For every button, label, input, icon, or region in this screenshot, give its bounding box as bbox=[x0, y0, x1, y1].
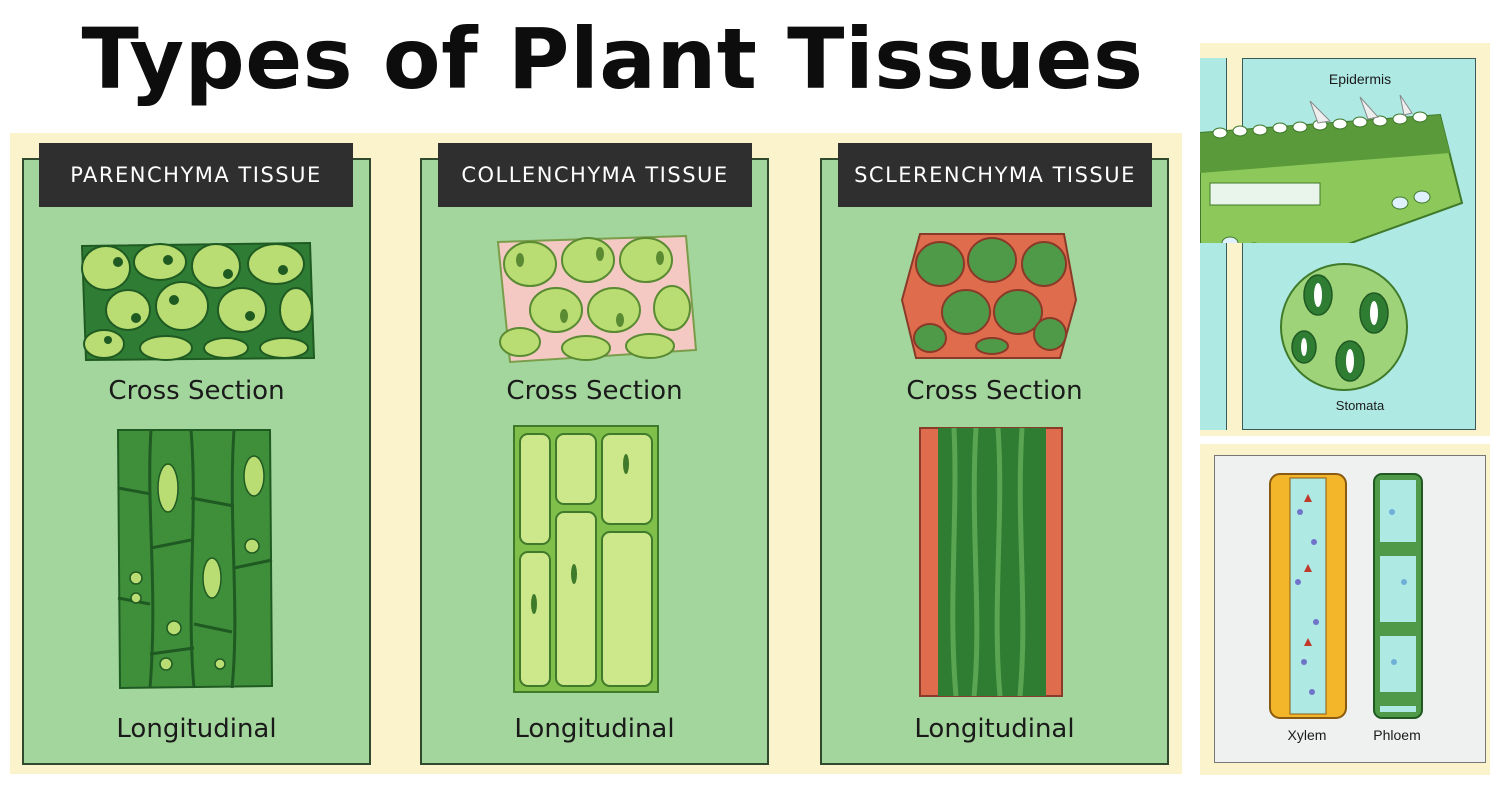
phloem-illustration bbox=[1373, 473, 1423, 719]
vessels-panel bbox=[1214, 455, 1486, 763]
leaf-epidermis-card: Epidermis Stomata bbox=[1200, 43, 1490, 436]
sclerenchyma-longitudinal-label: Longitudinal bbox=[914, 714, 1075, 744]
vessels-card: Xylem Phloem bbox=[1200, 444, 1490, 775]
sclerenchyma-longitudinal-illustration bbox=[919, 427, 1063, 697]
epidermis-label: Epidermis bbox=[1328, 71, 1392, 87]
sclerenchyma-tab: SCLERENCHYMA TISSUE bbox=[838, 143, 1152, 207]
stomata-label: Stomata bbox=[1335, 398, 1385, 413]
xylem-illustration bbox=[1269, 473, 1347, 719]
phloem-label: Phloem bbox=[1373, 727, 1421, 743]
sclerenchyma-cross-section-illustration bbox=[900, 233, 1078, 359]
parenchyma-longitudinal-label: Longitudinal bbox=[116, 714, 277, 744]
page-title: Types of Plant Tissues bbox=[81, 10, 1144, 108]
collenchyma-tab: COLLENCHYMA TISSUE bbox=[438, 143, 752, 207]
xylem-label: Xylem bbox=[1287, 727, 1327, 743]
parenchyma-tab: PARENCHYMA TISSUE bbox=[39, 143, 353, 207]
collenchyma-longitudinal-label: Longitudinal bbox=[514, 714, 675, 744]
leaf-side-panel bbox=[1200, 58, 1227, 430]
leaf-cross-section-illustration bbox=[1200, 94, 1464, 243]
sclerenchyma-cross-label: Cross Section bbox=[906, 376, 1083, 406]
stomata-closeup-illustration bbox=[1280, 263, 1408, 391]
collenchyma-cross-section-illustration bbox=[496, 234, 698, 364]
parenchyma-longitudinal-illustration bbox=[116, 429, 274, 690]
parenchyma-cross-section-illustration bbox=[80, 241, 316, 362]
parenchyma-cross-label: Cross Section bbox=[108, 376, 285, 406]
collenchyma-cross-label: Cross Section bbox=[506, 376, 683, 406]
collenchyma-longitudinal-illustration bbox=[513, 425, 659, 693]
